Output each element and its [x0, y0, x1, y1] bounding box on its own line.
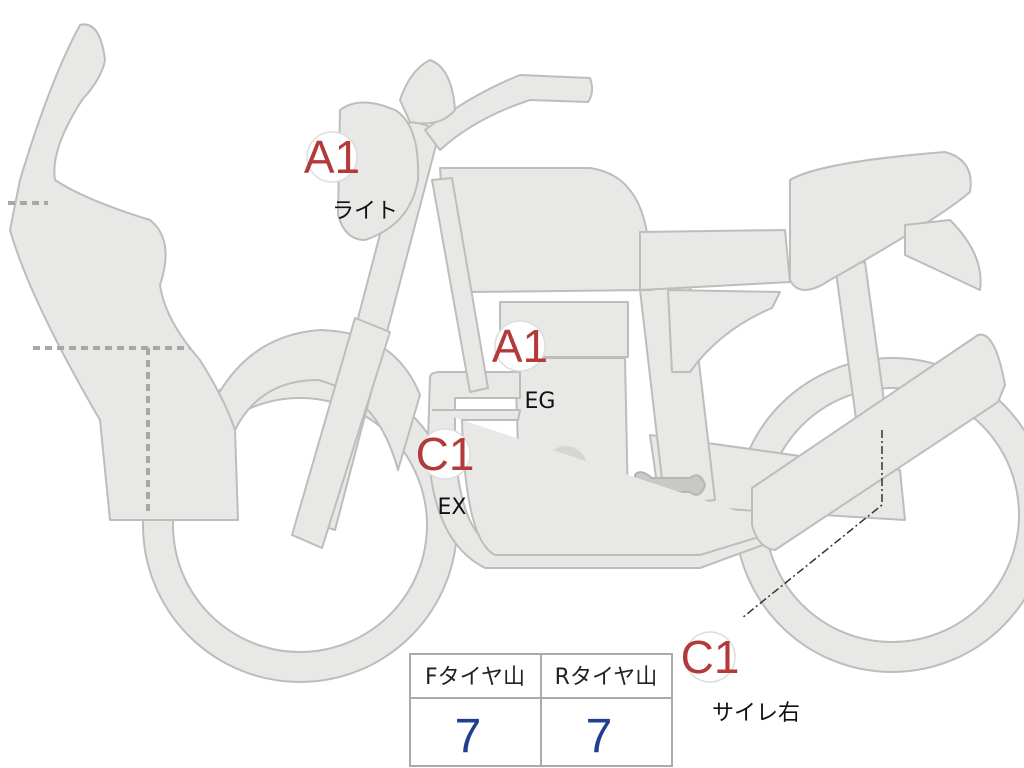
fairing-panel-lines: [8, 201, 190, 512]
rear-tire-value: 7: [586, 710, 613, 763]
grade-light: A1: [304, 131, 360, 183]
annotation-engine: A1 EG: [492, 320, 556, 414]
muffler-leader-line: [741, 430, 883, 619]
handlebar: [424, 74, 594, 151]
headlight: [337, 101, 420, 241]
annotation-muffler-right: C1 サイレ右: [681, 631, 800, 726]
fork-guard: [291, 317, 391, 549]
exhaust-pipe-2: [432, 409, 789, 556]
rear-wheel: [735, 358, 1024, 672]
front-tire-value: 7: [455, 710, 482, 763]
fuel-tank: [439, 167, 653, 293]
annotation-light: A1 ライト: [304, 131, 398, 224]
label-engine: EG: [525, 389, 556, 414]
annotation-exhaust: C1 EX: [416, 428, 475, 520]
grade-engine: A1: [492, 320, 548, 372]
fairing: [9, 23, 239, 521]
side-cover: [667, 289, 781, 373]
rear-tire-header: Rタイヤ山: [555, 665, 658, 690]
grade-muffler-right: C1: [681, 631, 740, 683]
label-light: ライト: [332, 199, 398, 224]
mirror: [399, 59, 456, 125]
front-wheel: [143, 368, 457, 682]
front-tire-header: Fタイヤ山: [425, 665, 525, 690]
down-tube: [431, 177, 489, 393]
seat: [639, 229, 791, 291]
tire-tread-table: Fタイヤ山 Rタイヤ山 7 7: [409, 653, 673, 767]
tail-cowl: [904, 219, 982, 291]
muffler: [751, 333, 1006, 551]
rear-seat: [789, 151, 972, 291]
grade-exhaust: C1: [416, 428, 475, 480]
label-muffler-right: サイレ右: [712, 701, 800, 726]
label-exhaust: EX: [438, 495, 467, 520]
